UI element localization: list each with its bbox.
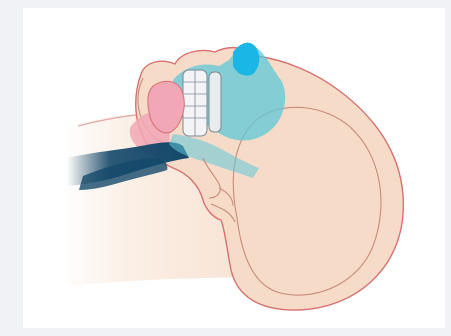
- sleep-apnea-illustration: [23, 8, 445, 328]
- illustration-panel: [23, 8, 445, 328]
- teeth-icon: [183, 70, 221, 136]
